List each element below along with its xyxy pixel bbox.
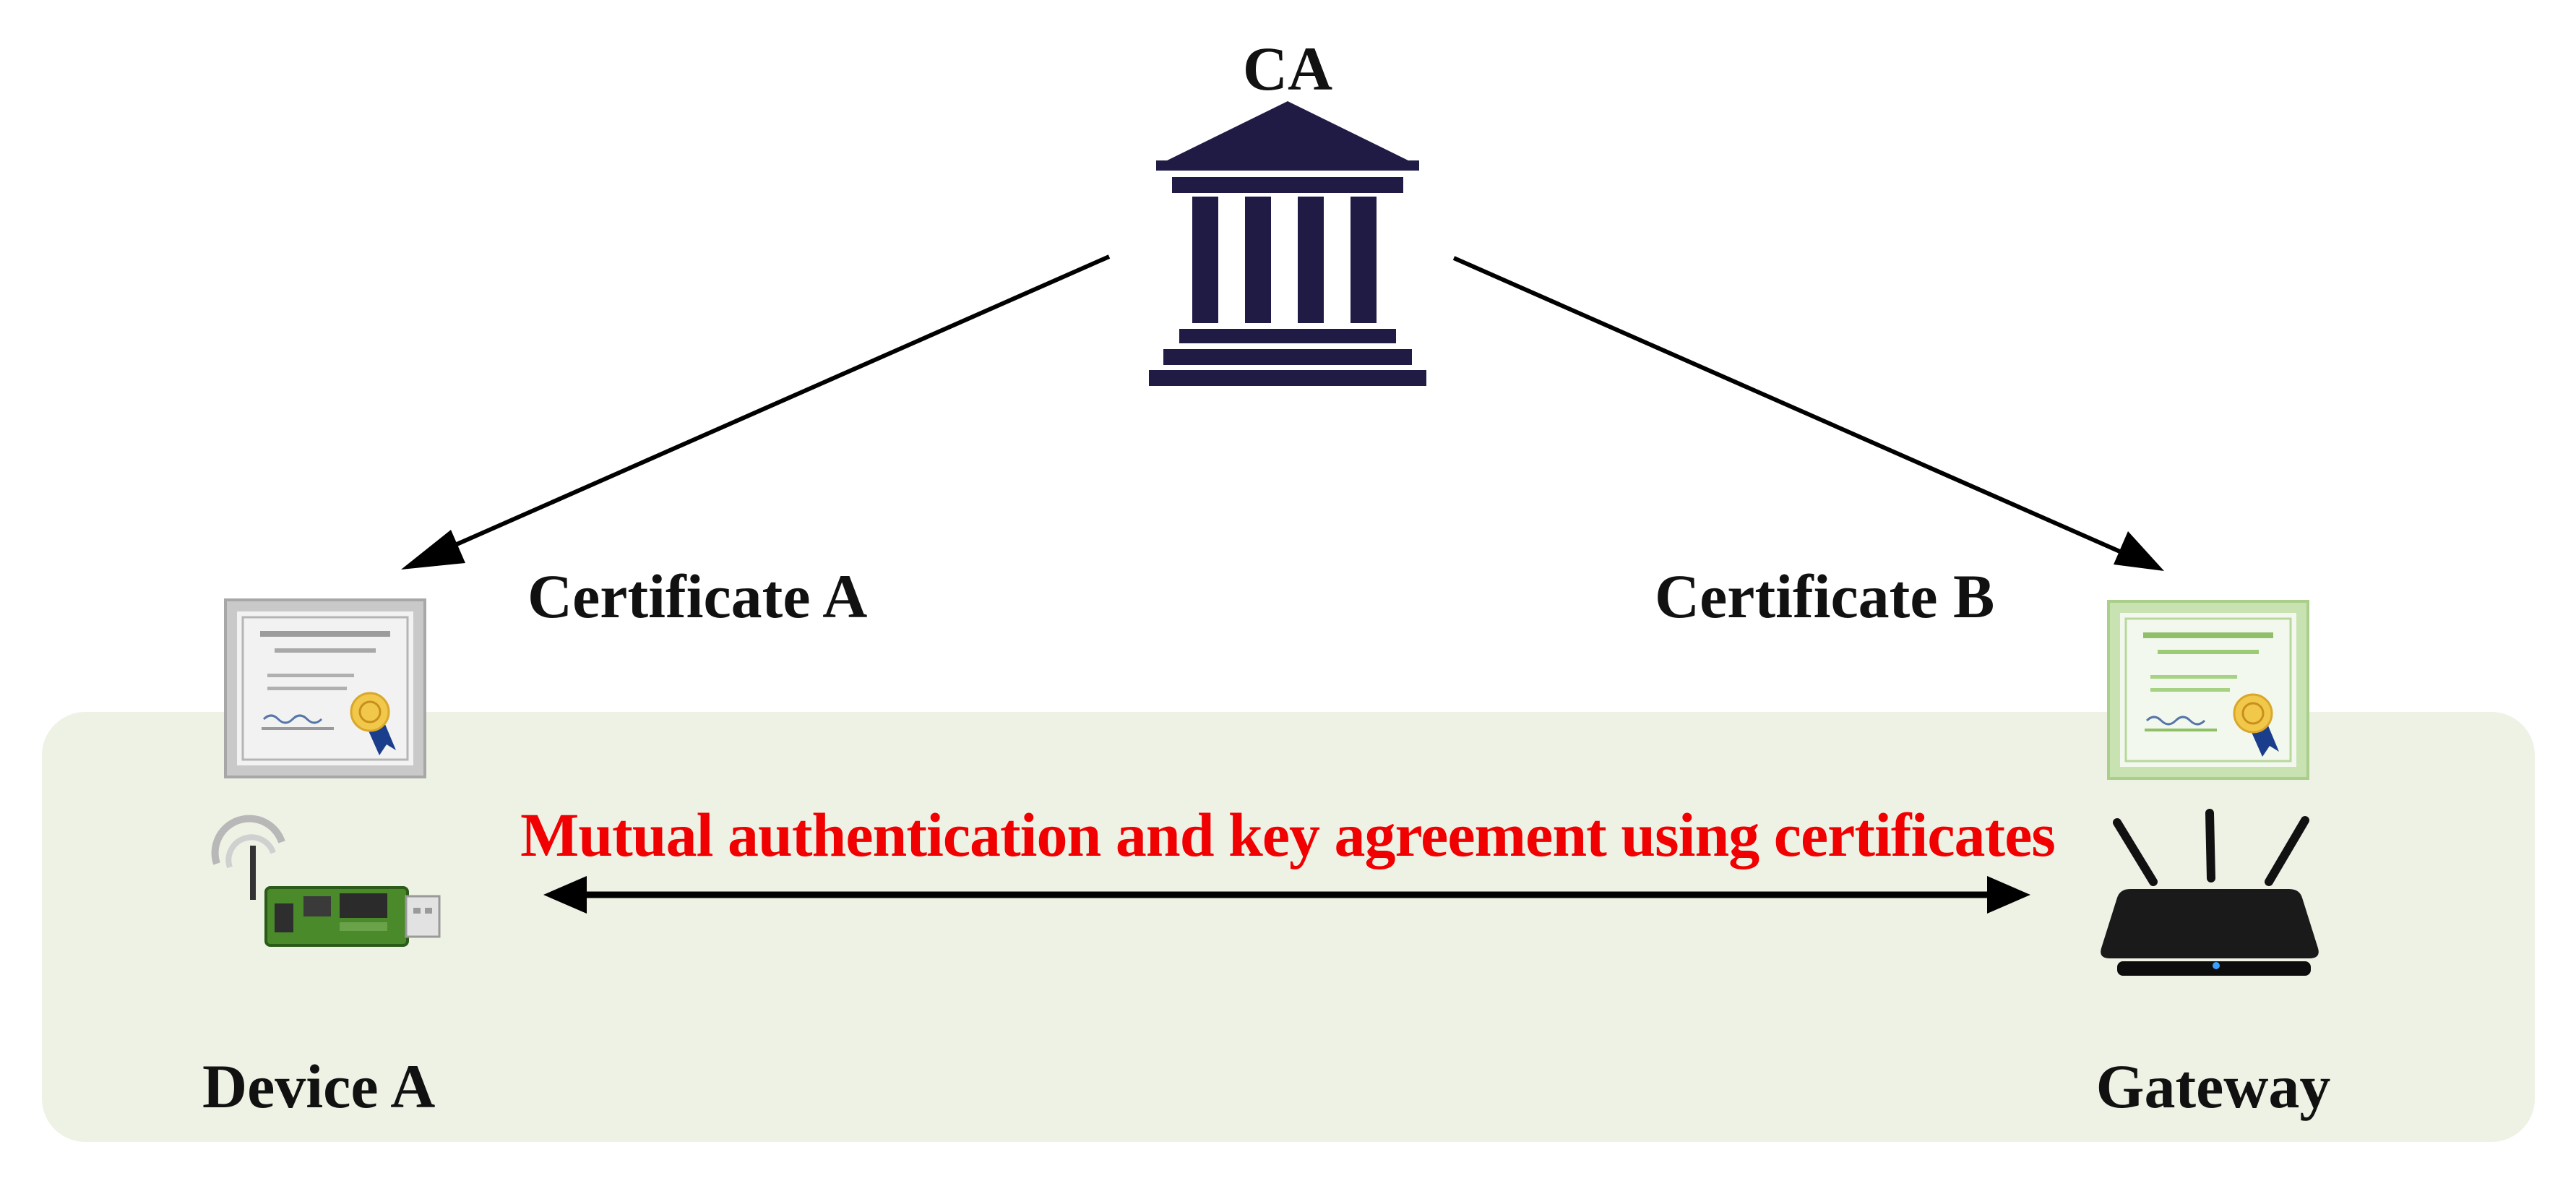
local-zone-background	[42, 712, 2535, 1142]
ca-to-device-arrow	[401, 254, 1111, 570]
ca-to-gateway-arrow	[1452, 256, 2164, 571]
certificate-a-label: Certificate A	[527, 562, 868, 631]
usb-wireless-device-icon	[211, 815, 441, 947]
device-a-label: Device A	[202, 1052, 436, 1121]
certificate-b-label: Certificate B	[1655, 562, 1995, 631]
bank-building-icon	[1149, 101, 1426, 386]
certificate-b-icon	[2107, 600, 2309, 780]
ca-label: CA	[1242, 34, 1333, 103]
router-icon	[2101, 809, 2319, 976]
certificate-a-icon	[224, 598, 426, 778]
gateway-label: Gateway	[2095, 1052, 2331, 1121]
mutual-auth-caption: Mutual authentication and key agreement …	[520, 800, 2056, 869]
mutual-auth-double-arrow	[543, 876, 2030, 914]
